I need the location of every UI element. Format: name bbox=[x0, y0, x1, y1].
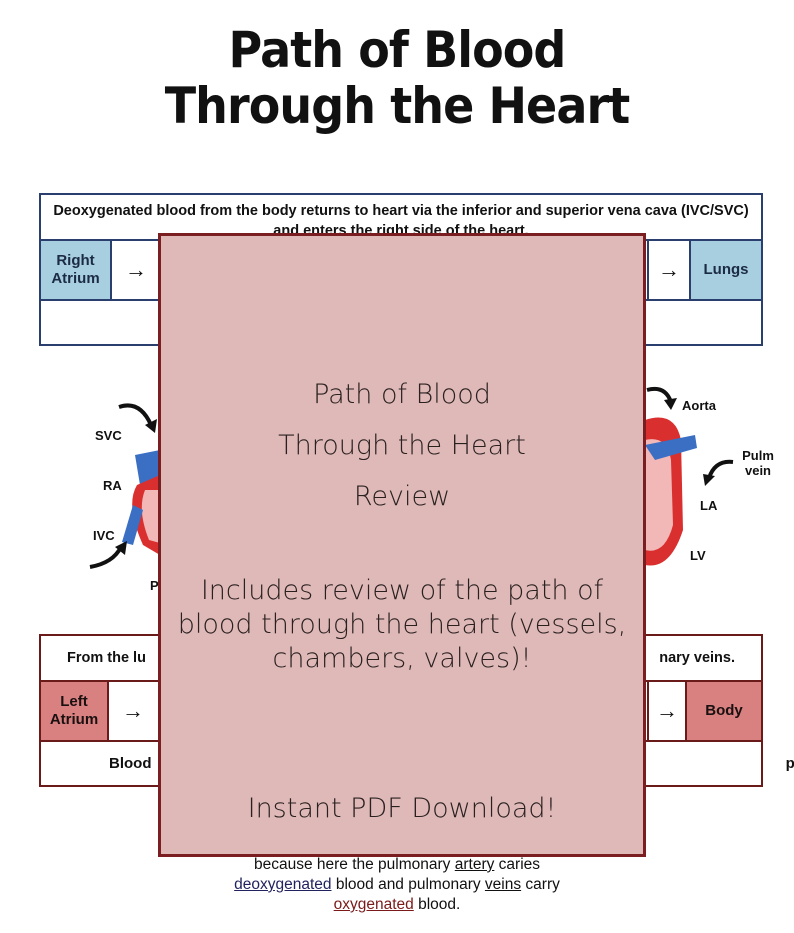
lv-label: LV bbox=[690, 548, 706, 563]
note-text: because here the pulmonary bbox=[253, 856, 455, 873]
ra-label: RA bbox=[103, 478, 122, 493]
page-title: Path of Blood Through the Heart bbox=[0, 22, 794, 134]
arrow-icon: → bbox=[110, 241, 160, 299]
heart-diagram-right bbox=[645, 386, 734, 566]
note-text: caries bbox=[494, 856, 541, 873]
svc-arrowhead-icon bbox=[145, 419, 157, 433]
lv-inner-icon bbox=[645, 439, 673, 551]
ivc-label: IVC bbox=[93, 528, 115, 543]
overlay-title: Path of Blood Through the Heart Review bbox=[161, 369, 643, 522]
body-cell: Body bbox=[685, 682, 761, 740]
note-line-2: deoxygenated blood and pulmonary veins c… bbox=[0, 875, 794, 895]
note-term-artery: artery bbox=[454, 856, 495, 873]
pulm-vein-vessel-icon bbox=[645, 435, 697, 460]
right-side-flow-row: Right Atrium → → Lungs bbox=[41, 241, 761, 301]
svc-arrow-icon bbox=[118, 403, 153, 426]
pulm-vein-arrowhead-icon bbox=[703, 474, 715, 486]
note-term-deoxygenated: deoxygenated bbox=[234, 876, 332, 893]
note-term-oxygenated: oxygenated bbox=[333, 896, 414, 913]
note-term-veins: veins bbox=[484, 876, 522, 893]
ra-inner-icon bbox=[141, 490, 160, 543]
left-side-flow-row: Left Atrium → → Body bbox=[41, 682, 761, 742]
cut-label: P bbox=[150, 578, 159, 593]
heart-diagram-left bbox=[89, 403, 160, 569]
left-atrium-cell: Left Atrium bbox=[41, 682, 107, 740]
right-atrium-cell: Right Atrium bbox=[41, 241, 110, 299]
note-text: blood and pulmonary bbox=[331, 876, 485, 893]
title-line-1: Path of Blood bbox=[228, 21, 567, 79]
overlay-title-line-2: Through the Heart bbox=[278, 430, 526, 461]
left-side-footer-left: Blood bbox=[109, 755, 152, 772]
ivc-vessel-icon bbox=[122, 505, 143, 545]
ivc-arrow-icon bbox=[89, 546, 123, 569]
overlay-title-line-1: Path of Blood bbox=[313, 379, 491, 410]
note-text: carry bbox=[521, 876, 560, 893]
left-side-footer: Blood peats. bbox=[41, 742, 794, 785]
note-line-3: oxygenated blood. bbox=[0, 895, 794, 915]
aorta-arrowhead-icon bbox=[664, 398, 677, 410]
aorta-label: Aorta bbox=[682, 398, 716, 413]
svc-vessel-icon bbox=[135, 450, 160, 485]
left-side-footer-right: peats. bbox=[785, 755, 794, 772]
left-side-header-right: nary veins. bbox=[659, 650, 735, 666]
note-line-1: because here the pulmonary artery caries bbox=[0, 855, 794, 875]
pulm-vein-label: Pulm vein bbox=[742, 448, 774, 478]
arrow-icon: → bbox=[647, 241, 689, 299]
instant-download-text: Instant PDF Download! bbox=[247, 793, 557, 824]
left-side-header-left: From the lu bbox=[67, 650, 146, 666]
note-text: blood. bbox=[413, 896, 461, 913]
title-line-2: Through the Heart bbox=[164, 77, 631, 135]
overlay-description: Includes review of the path of blood thr… bbox=[177, 575, 627, 674]
review-overlay-card: Path of Blood Through the Heart Review I… bbox=[158, 233, 646, 857]
lungs-cell: Lungs bbox=[689, 241, 761, 299]
pulm-vein-arrow-icon bbox=[707, 459, 734, 479]
arrow-icon: → bbox=[107, 682, 157, 740]
arrow-icon: → bbox=[647, 682, 685, 740]
ivc-arrowhead-icon bbox=[115, 541, 127, 555]
overlay-title-line-3: Review bbox=[353, 481, 451, 512]
svc-label: SVC bbox=[95, 428, 122, 443]
la-label: LA bbox=[700, 498, 718, 513]
